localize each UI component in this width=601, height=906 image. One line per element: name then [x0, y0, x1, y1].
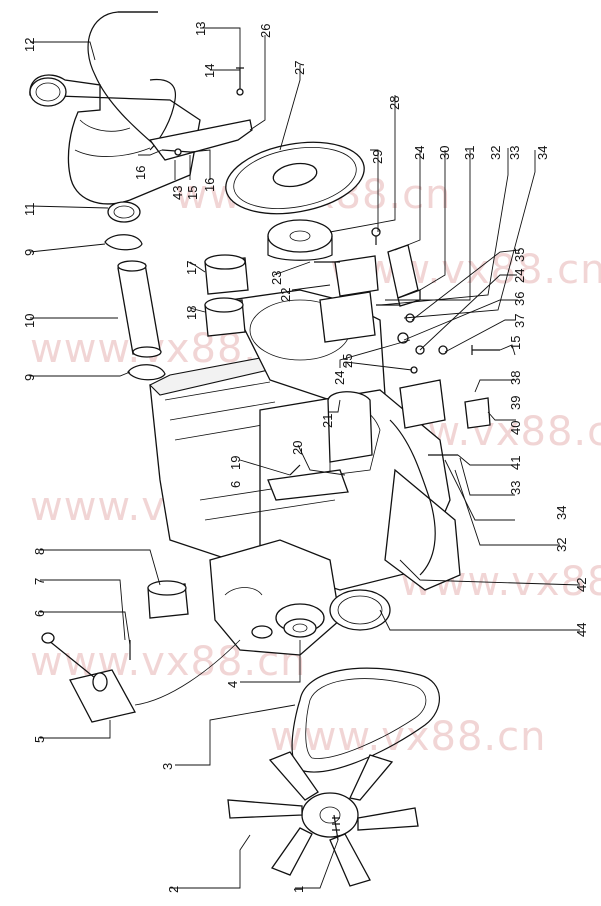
fan-bolt — [332, 814, 340, 841]
callout-34: 34 — [535, 146, 550, 160]
callout-22: 22 — [278, 288, 293, 302]
callout-12: 12 — [22, 38, 37, 52]
callout-8: 8 — [32, 548, 47, 555]
callout-numbers: 1 2 3 4 5 6 7 8 9 10 9 11 12 13 14 16 43… — [22, 22, 589, 893]
callout-24: 24 — [512, 269, 527, 283]
callout-9: 9 — [22, 374, 37, 381]
control-cable — [134, 639, 241, 706]
callout-27: 27 — [292, 61, 307, 75]
intake-tube — [104, 234, 166, 381]
callout-40: 40 — [508, 421, 523, 435]
callout-35: 35 — [512, 248, 527, 262]
front-cover — [209, 539, 391, 656]
callout-41: 41 — [508, 456, 523, 470]
callout-11: 11 — [22, 203, 37, 217]
cooling-fan — [227, 751, 419, 887]
callout-25: 25 — [340, 354, 355, 368]
callout-31: 31 — [462, 146, 477, 160]
callout-16: 16 — [133, 166, 148, 180]
callout-34: 34 — [554, 506, 569, 520]
callout-7: 7 — [32, 578, 47, 585]
callout-30: 30 — [437, 146, 452, 160]
callout-9: 9 — [22, 249, 37, 256]
callout-32: 32 — [554, 538, 569, 552]
callout-36: 36 — [512, 292, 527, 306]
flywheel — [225, 141, 365, 261]
leader-lines — [29, 27, 581, 889]
callout-28: 28 — [387, 96, 402, 110]
callout-5: 5 — [32, 736, 47, 743]
callout-21: 21 — [320, 414, 335, 428]
callout-15: 15 — [185, 186, 200, 200]
callout-1: 1 — [291, 886, 306, 893]
watermark-text: www.vx88.cn — [270, 714, 547, 760]
callout-33: 33 — [508, 481, 523, 495]
callout-3: 3 — [160, 763, 175, 770]
callout-15: 15 — [508, 336, 523, 350]
callout-39: 39 — [508, 396, 523, 410]
callout-20: 20 — [290, 441, 305, 455]
callout-24: 24 — [332, 371, 347, 385]
callout-17: 17 — [184, 261, 199, 275]
v-belt-inner — [305, 678, 427, 759]
callout-26: 26 — [258, 24, 273, 38]
muffler — [29, 74, 201, 223]
callout-18: 18 — [184, 306, 199, 320]
callout-16: 16 — [202, 178, 217, 192]
callout-23: 23 — [269, 271, 284, 285]
callout-4: 4 — [225, 681, 240, 688]
callout-6: 6 — [228, 481, 243, 488]
callout-14: 14 — [202, 64, 217, 78]
starting-handle — [41, 632, 136, 723]
callout-42: 42 — [574, 578, 589, 592]
callout-10: 10 — [22, 314, 37, 328]
callout-32: 32 — [488, 146, 503, 160]
callout-2: 2 — [166, 886, 181, 893]
callout-19: 19 — [228, 456, 243, 470]
callout-43: 43 — [170, 186, 185, 200]
callout-13: 13 — [193, 22, 208, 36]
hose-sleeves — [147, 254, 249, 619]
callout-33: 33 — [507, 146, 522, 160]
callout-44: 44 — [574, 623, 589, 637]
callout-6: 6 — [32, 610, 47, 617]
callout-38: 38 — [508, 371, 523, 385]
callout-24: 24 — [412, 146, 427, 160]
callout-29: 29 — [370, 150, 385, 164]
callout-37: 37 — [512, 314, 527, 328]
